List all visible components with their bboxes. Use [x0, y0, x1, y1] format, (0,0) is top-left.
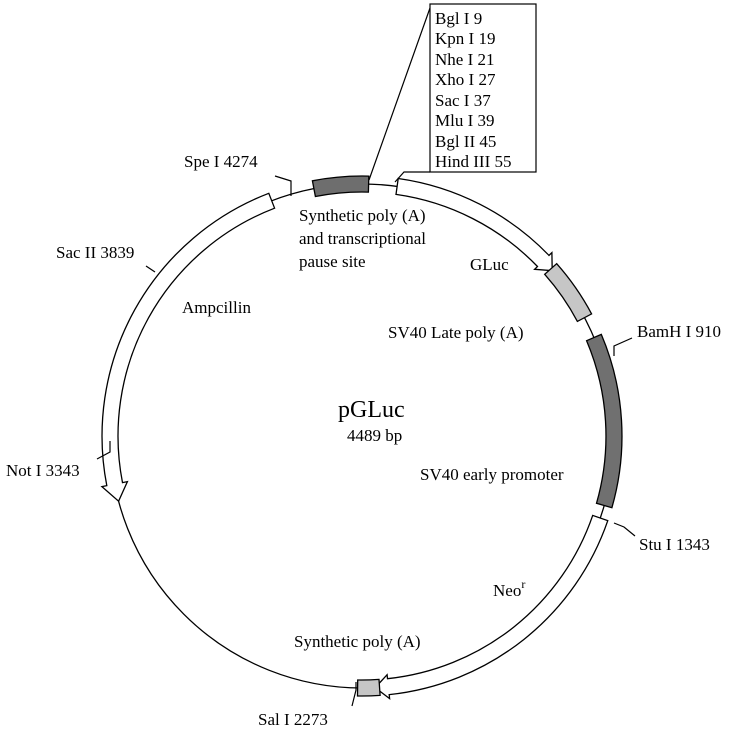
- neo-label-text: Neo: [493, 581, 521, 600]
- feature-label-ampicillin: Ampcillin: [182, 298, 251, 317]
- mcs-site-hind3: Hind III 55: [435, 152, 511, 171]
- feature-label-synthetic-poly-a-line2: and transcriptional: [299, 229, 426, 248]
- plasmid-size: 4489 bp: [347, 426, 402, 445]
- ampicillin-arrow: [100, 192, 276, 503]
- feature-label-sv40-early-promoter: SV40 early promoter: [420, 465, 564, 484]
- site-label-not1: Not I 3343: [6, 461, 80, 480]
- mcs-bottom-tick: [394, 171, 430, 183]
- feature-label-synthetic-poly-a-line3: pause site: [299, 252, 366, 271]
- mcs-site-bgl2: Bgl II 45: [435, 132, 496, 151]
- synthetic-poly-a-top-block: [311, 175, 370, 198]
- site-label-sac2: Sac II 3839: [56, 243, 134, 262]
- sv40-late-poly-a-block: [543, 262, 593, 323]
- mcs-site-mlu1: Mlu I 39: [435, 111, 495, 130]
- site-label-bamh1: BamH I 910: [637, 322, 721, 341]
- feature-label-gluc: GLuc: [470, 255, 509, 274]
- synthetic-poly-a-bottom-block: [356, 678, 381, 697]
- mcs-leader-line: [368, 7, 431, 181]
- sv40-early-promoter-block: [585, 333, 623, 509]
- mcs-site-kpn1: Kpn I 19: [435, 29, 495, 48]
- sal1-site-tick: [351, 682, 357, 707]
- feature-label-synthetic-poly-a-line1: Synthetic poly (A): [299, 206, 426, 225]
- feature-label-neo: Neor: [493, 577, 525, 600]
- feature-label-sv40-late-poly-a: SV40 Late poly (A): [388, 323, 524, 342]
- bamh1-site-tick: [613, 337, 633, 356]
- site-label-spe1: Spe I 4274: [184, 152, 258, 171]
- neo-resistance-arrow: [374, 514, 609, 701]
- site-label-sal1: Sal I 2273: [258, 710, 328, 729]
- feature-label-synthetic-poly-a-bottom: Synthetic poly (A): [294, 632, 421, 651]
- spe-site-tick: [274, 175, 292, 196]
- mcs-site-nhe1: Nhe I 21: [435, 50, 494, 69]
- site-label-stu1: Stu I 1343: [639, 535, 710, 554]
- mcs-site-bgl1: Bgl I 9: [435, 9, 482, 28]
- plasmid-name: pGLuc: [338, 397, 405, 423]
- not1-site-tick: [96, 441, 111, 460]
- mcs-box: [429, 3, 537, 173]
- mcs-site-xho1: Xho I 27: [435, 70, 496, 89]
- stu1-site-tick: [613, 522, 636, 537]
- mcs-site-sac1: Sac I 37: [435, 91, 491, 110]
- neo-label-superscript: r: [521, 577, 525, 591]
- gluc-arrow: [395, 177, 553, 272]
- sac2-site-tick: [145, 265, 156, 273]
